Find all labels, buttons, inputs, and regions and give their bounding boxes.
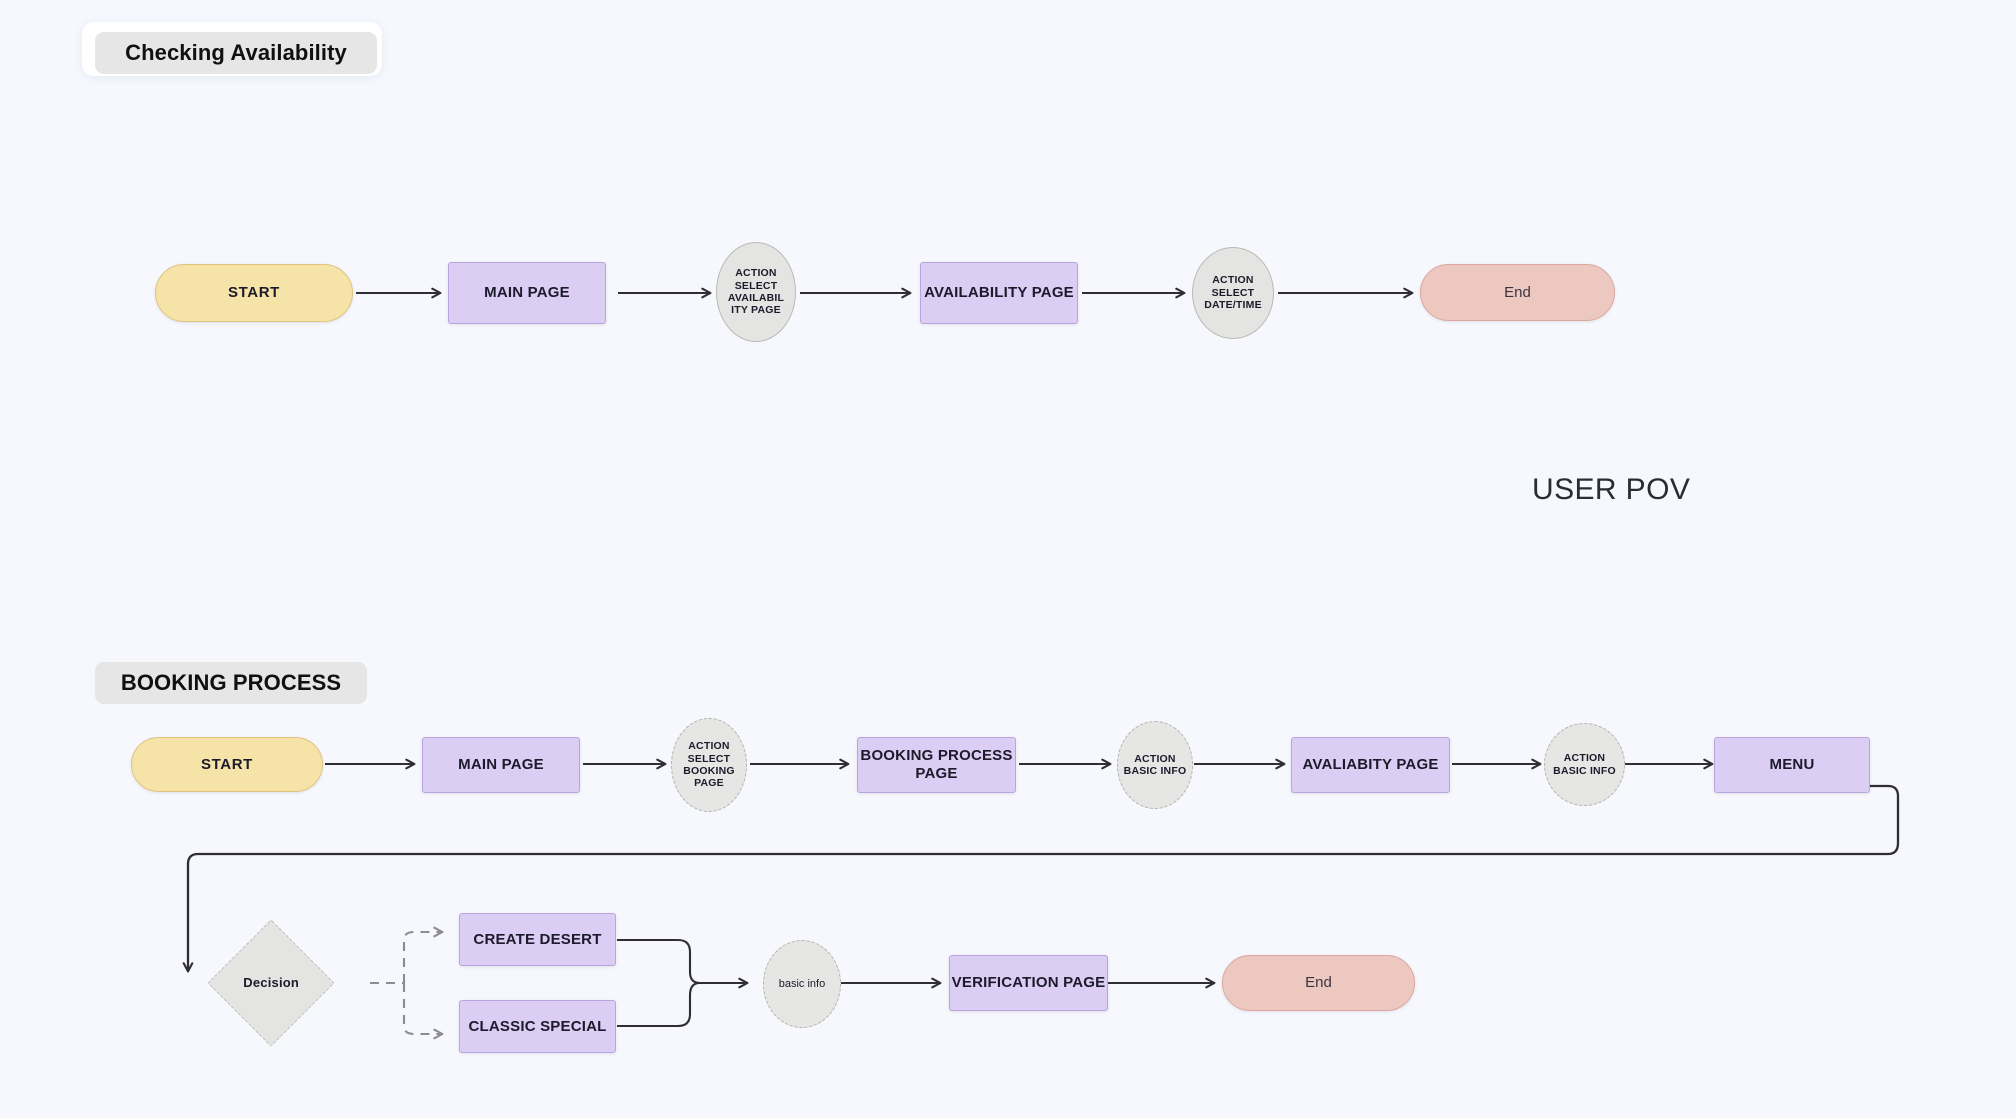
node-bp-start[interactable]: START xyxy=(131,737,323,792)
node-label-line: BASIC INFO xyxy=(1553,764,1616,777)
node-bp-action-basic-info-1[interactable]: ACTION BASIC INFO xyxy=(1117,721,1193,809)
node-bp-main-page[interactable]: MAIN PAGE xyxy=(422,737,580,793)
node-label: MENU xyxy=(1769,756,1815,774)
node-bp-classic-special[interactable]: CLASSIC SPECIAL xyxy=(459,1000,616,1053)
node-bp-verification-page[interactable]: VERIFICATION PAGE xyxy=(949,955,1108,1011)
edges-decision-branches xyxy=(370,926,444,1040)
node-label-line: SELECT xyxy=(734,279,778,292)
node-bp-booking-process-page[interactable]: BOOKING PROCESS PAGE xyxy=(857,737,1016,793)
node-label: VERIFICATION PAGE xyxy=(951,974,1106,992)
node-label-line: AVAILABIL xyxy=(727,292,785,304)
user-pov-label: USER POV xyxy=(1532,473,1690,507)
node-label: CREATE DESERT xyxy=(473,930,602,948)
edge-decision-create-desert xyxy=(402,926,444,983)
node-bp-menu[interactable]: MENU xyxy=(1714,737,1870,793)
node-bp-action-select-booking-page[interactable]: ACTION SELECT BOOKING PAGE xyxy=(671,718,747,812)
node-label: AVALIABITY PAGE xyxy=(1302,756,1439,774)
node-ca-main-page[interactable]: MAIN PAGE xyxy=(448,262,606,324)
edges-branch-merge xyxy=(617,938,1216,1028)
node-label-line: ACTION xyxy=(1212,274,1254,287)
node-label-line: ACTION xyxy=(735,267,777,280)
node-bp-decision[interactable]: Decision xyxy=(207,919,335,1047)
node-label: START xyxy=(201,755,253,773)
node-label: End xyxy=(1504,283,1531,301)
node-label-line: BOOKING xyxy=(683,765,735,777)
section-title-text: Checking Availability xyxy=(125,40,347,65)
node-label: basic info xyxy=(778,977,826,990)
node-label: MAIN PAGE xyxy=(484,284,570,302)
section-title-booking-process: BOOKING PROCESS xyxy=(95,662,367,704)
node-bp-create-desert[interactable]: CREATE DESERT xyxy=(459,913,616,966)
node-label: MAIN PAGE xyxy=(458,756,544,774)
node-label-line: ACTION xyxy=(1134,752,1176,765)
node-label-line: SELECT xyxy=(1211,286,1255,299)
node-label-line: SELECT xyxy=(687,752,731,765)
node-label-line: PAGE xyxy=(694,777,724,790)
node-ca-action-select-date-time[interactable]: ACTION SELECT DATE/TIME xyxy=(1192,247,1274,339)
node-ca-action-select-availability-page[interactable]: ACTION SELECT AVAILABIL ITY PAGE xyxy=(716,242,796,342)
node-label: CLASSIC SPECIAL xyxy=(468,1017,607,1035)
edge-classic-special-basic-info xyxy=(617,981,701,1028)
node-bp-basic-info[interactable]: basic info xyxy=(763,940,841,1028)
edge-create-desert-basic-info xyxy=(617,938,749,989)
node-label-line: BOOKING PROCESS xyxy=(860,747,1013,765)
node-bp-availability-page[interactable]: AVALIABITY PAGE xyxy=(1291,737,1450,793)
node-bp-action-basic-info-2[interactable]: ACTION BASIC INFO xyxy=(1544,723,1625,806)
node-label-line: ACTION xyxy=(688,740,730,753)
node-label-line: ITY PAGE xyxy=(731,304,781,317)
section-title-text: BOOKING PROCESS xyxy=(120,670,342,695)
user-pov-text: USER POV xyxy=(1532,473,1691,506)
node-label: START xyxy=(228,284,280,302)
edge-decision-classic-special xyxy=(402,983,444,1040)
node-label-line: PAGE xyxy=(915,765,958,782)
node-ca-start[interactable]: START xyxy=(155,264,353,322)
node-label-line: ACTION xyxy=(1563,752,1606,765)
node-bp-end[interactable]: End xyxy=(1222,955,1415,1011)
edge-bp-menu-to-decision xyxy=(182,784,1900,973)
node-label: Decision xyxy=(243,975,299,991)
section-title-checking-availability: Checking Availability xyxy=(95,32,377,74)
node-label-line: BASIC INFO xyxy=(1123,765,1187,777)
node-label-line: DATE/TIME xyxy=(1204,299,1262,312)
node-label: End xyxy=(1305,974,1332,992)
node-ca-end[interactable]: End xyxy=(1420,264,1615,321)
node-ca-availability-page[interactable]: AVAILABILITY PAGE xyxy=(920,262,1078,324)
node-label: AVAILABILITY PAGE xyxy=(924,284,1074,302)
